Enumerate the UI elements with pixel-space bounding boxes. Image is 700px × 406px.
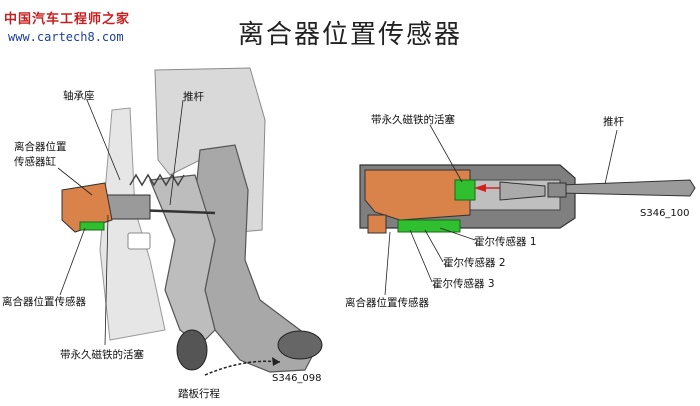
right-red-arrow [474, 184, 486, 192]
right-piston-rod [499, 181, 546, 201]
label-hall-sensor-3: 霍尔传感器 3 [432, 278, 495, 290]
label-push-rod-right: 推杆 [603, 116, 624, 128]
watermark-url: www.cartech8.com [8, 30, 124, 44]
label-hall-sensor-2: 霍尔传感器 2 [443, 257, 506, 269]
watermark-text: 中国汽车工程师之家 [4, 12, 131, 27]
label-sensor-cylinder: 离合器位置 传感器缸 [14, 141, 67, 168]
label-push-rod-left: 推杆 [183, 91, 204, 103]
left-bracket-shape [99, 107, 166, 341]
left-small-rect [127, 232, 151, 250]
label-bearing-seat: 轴承座 [63, 90, 95, 102]
right-sensor-block [364, 169, 471, 221]
figure-code-right: S346_100 [640, 208, 690, 219]
page-title: 离合器位置传感器 [237, 20, 462, 50]
label-position-sensor-right: 离合器位置传感器 [345, 297, 429, 309]
label-hall-sensor-1: 霍尔传感器 1 [474, 236, 537, 248]
label-pedal-travel: 踏板行程 [178, 388, 220, 400]
right-piston-magnet [454, 179, 476, 201]
pedal-pad [176, 329, 208, 371]
label-position-sensor-left: 离合器位置传感器 [2, 296, 86, 308]
figure-code-left: S346_098 [272, 373, 322, 384]
right-hall-strip [397, 219, 461, 233]
right-push-rod [559, 179, 696, 197]
label-piston-magnet-left: 带永久磁铁的活塞 [60, 349, 144, 361]
pedal-travel-arrowhead [272, 357, 280, 366]
pedal-pad-2 [277, 330, 323, 360]
right-rod-collar [547, 182, 567, 198]
pedal-lever-front [149, 174, 216, 346]
left-hall-sensor [79, 221, 105, 231]
right-connector [367, 214, 387, 234]
return-spring [129, 173, 185, 187]
label-piston-magnet-right: 带永久磁铁的活塞 [371, 114, 455, 126]
